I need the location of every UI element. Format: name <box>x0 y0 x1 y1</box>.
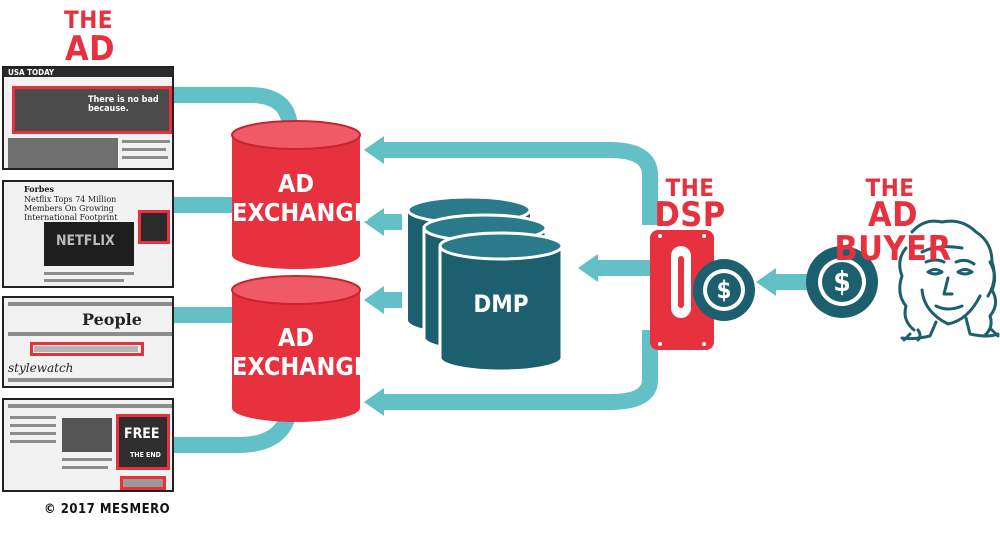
text-line <box>10 440 56 443</box>
dsp-the-heading: THE <box>665 174 715 202</box>
site-usatoday-ad-image <box>14 88 170 132</box>
dsp-coin-icon <box>693 259 755 321</box>
right-brow <box>954 258 976 266</box>
site-usatoday-navbar <box>4 68 172 77</box>
site-usatoday-photo <box>8 138 118 168</box>
site-people: People stylewatch <box>2 296 174 388</box>
sellers-the-heading: THE <box>64 6 114 34</box>
buyer-heading: AD BUYER <box>834 195 952 269</box>
text-line <box>122 140 170 143</box>
text-line <box>10 432 56 435</box>
site-usatoday-ad-slot <box>12 86 172 134</box>
site-news-ad-image <box>118 416 168 468</box>
site-news-ad-slot-bottom <box>120 476 166 490</box>
arrow-to-exchange-bottom <box>364 388 384 416</box>
hair-right <box>982 260 997 338</box>
arrow-dmp-to-exchange-bottom <box>364 286 384 314</box>
arrow-dmp-to-exchange-top <box>364 208 384 236</box>
dsp-device <box>650 230 714 350</box>
site-forbes-ad-image <box>140 212 168 242</box>
site-forbes-ad-slot <box>138 210 170 244</box>
collar-detail <box>902 328 1000 342</box>
site-news-photo <box>62 418 112 452</box>
buyer-the-heading: THE <box>865 174 915 202</box>
text-line <box>62 466 108 469</box>
ad-content <box>34 346 138 352</box>
hair-left <box>898 246 916 332</box>
ad-buyer-illustration <box>898 219 1000 342</box>
exchange-top-line1: AD <box>277 169 315 198</box>
loop-bottom <box>380 330 658 410</box>
text-line <box>44 279 124 282</box>
dmp-label: DMP <box>473 290 529 318</box>
right-eye <box>956 268 974 276</box>
exchange-top-label: AD EXCHANGE <box>232 169 370 228</box>
hair-band <box>920 245 964 254</box>
site-news-ad-image-2 <box>122 478 164 488</box>
dsp-heading: DSP <box>654 195 726 235</box>
site-people-name: People <box>82 310 142 329</box>
text-line <box>44 272 134 275</box>
site-news-ad-line1: FREE <box>124 426 160 442</box>
site-news: FREE THE END <box>2 398 174 492</box>
top-strip <box>8 302 172 306</box>
ad-exchange-bottom <box>231 275 361 422</box>
site-people-ad-slot <box>30 342 144 356</box>
text-line <box>122 148 166 151</box>
site-forbes-name: Forbes <box>24 184 54 194</box>
nav-strip <box>8 332 172 336</box>
arrow-buyer-to-dsp <box>756 268 776 296</box>
arrow-dsp-to-dmp <box>578 254 598 282</box>
text-line <box>10 416 56 419</box>
ad-exchange-top <box>231 120 361 269</box>
site-forbes-video-text: NETFLIX <box>56 233 115 249</box>
site-news-ad-slot-top <box>116 414 170 470</box>
left-brow <box>924 258 946 264</box>
arrow-to-exchange-top <box>364 136 384 164</box>
buyer-dollar-sign: $ <box>833 265 851 298</box>
buyer-coin-icon <box>806 246 878 318</box>
copyright-text: © 2017 MESMERO <box>44 502 171 517</box>
site-forbes-video <box>44 222 134 266</box>
site-forbes: Forbes Netflix Tops 74 Million Members O… <box>2 180 174 288</box>
site-usatoday-ad-text: There is no bad because. <box>88 95 159 115</box>
exchange-bottom-line2: EXCHANGE <box>232 351 370 381</box>
site-people-subbrand: stylewatch <box>8 361 74 375</box>
exchange-bottom-label: AD EXCHANGE <box>232 323 370 382</box>
site-forbes-headline: Netflix Tops 74 Million Members On Growi… <box>24 195 118 222</box>
site-usatoday: USA TODAY There is no bad because. <box>2 66 174 170</box>
exchange-top-line2: EXCHANGE <box>232 197 370 227</box>
exchange-bottom-line1: AD <box>277 323 315 352</box>
dmp-database <box>406 195 564 373</box>
site-news-ad-line2: THE END <box>130 451 161 459</box>
site-usatoday-name: USA TODAY <box>8 68 55 77</box>
loop-top <box>380 142 658 225</box>
top-strip <box>8 404 172 408</box>
mouth <box>934 304 964 311</box>
left-eye <box>926 268 944 276</box>
jaw <box>920 288 982 326</box>
arrowheads <box>364 136 776 416</box>
dsp-dollar-sign: $ <box>716 276 732 304</box>
text-line <box>122 156 168 159</box>
dsp-loop <box>380 142 808 410</box>
nose <box>942 276 954 296</box>
footer-strip <box>8 378 172 382</box>
dmp-cylinder-front <box>438 231 564 373</box>
text-line <box>62 458 112 461</box>
text-line <box>10 424 56 427</box>
